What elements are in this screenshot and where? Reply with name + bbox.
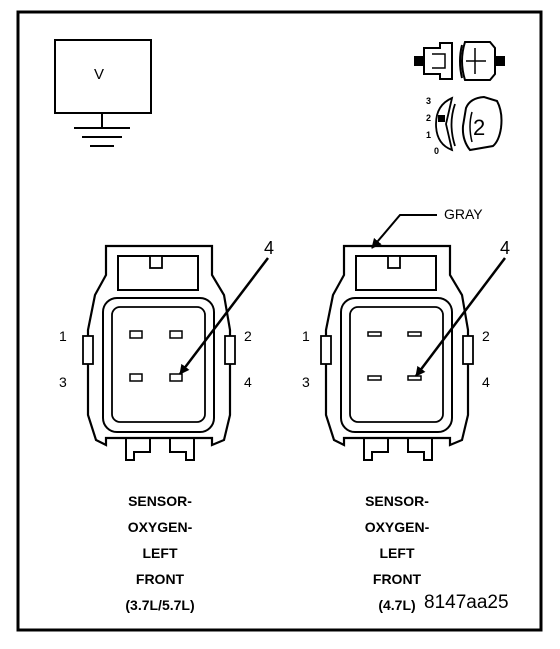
caption-right-line-3: LEFT	[379, 545, 415, 561]
callout-right-number: 4	[500, 238, 511, 258]
pin-right-4: 4	[482, 374, 490, 390]
figure-id: 8147aa25	[424, 592, 509, 613]
caption-left-line-1: SENSOR-	[128, 493, 192, 509]
voltmeter-icon	[54, 39, 152, 147]
pin-left-2: 2	[244, 328, 252, 344]
pin-right-3: 3	[302, 374, 310, 390]
caption-right-line-5: (4.7L)	[378, 597, 416, 613]
callout-arrow-left	[179, 257, 269, 375]
pin-right-1: 1	[302, 328, 310, 344]
dial-tick-0: 0	[434, 146, 440, 156]
figure-frame	[16, 10, 543, 632]
caption-left-line-5: (3.7L/5.7L)	[125, 597, 195, 613]
caption-right-line-1: SENSOR-	[365, 493, 429, 509]
caption-left-line-2: OXYGEN-	[127, 519, 193, 535]
dial-tick-2: 2	[426, 113, 432, 123]
caption-right-line-2: OXYGEN-	[364, 519, 430, 535]
caption-right-line-4: FRONT	[372, 571, 422, 587]
connector-right	[320, 244, 474, 461]
pin-left-4: 4	[244, 374, 252, 390]
caption-left-line-4: FRONT	[135, 571, 185, 587]
caption-right: SENSOR- OXYGEN- LEFT FRONT (4.7L)	[337, 488, 457, 618]
callout-left-number: 4	[264, 238, 275, 258]
caption-left-line-3: LEFT	[142, 545, 178, 561]
voltmeter-symbol: V	[94, 66, 105, 83]
ignition-position-label: 2	[473, 115, 486, 140]
ignition-switch-icon	[435, 95, 503, 152]
disconnect-connector-icon	[414, 41, 505, 81]
pin-right-2: 2	[482, 328, 490, 344]
dial-tick-1: 1	[426, 130, 432, 140]
gray-wire-label: GRAY	[444, 206, 483, 222]
connector-left	[82, 244, 236, 461]
pin-left-1: 1	[59, 328, 67, 344]
callout-arrow-right	[415, 257, 506, 377]
pin-left-3: 3	[59, 374, 67, 390]
gray-pointer-arrow	[371, 214, 437, 249]
dial-tick-3: 3	[426, 96, 432, 106]
caption-left: SENSOR- OXYGEN- LEFT FRONT (3.7L/5.7L)	[100, 488, 220, 618]
